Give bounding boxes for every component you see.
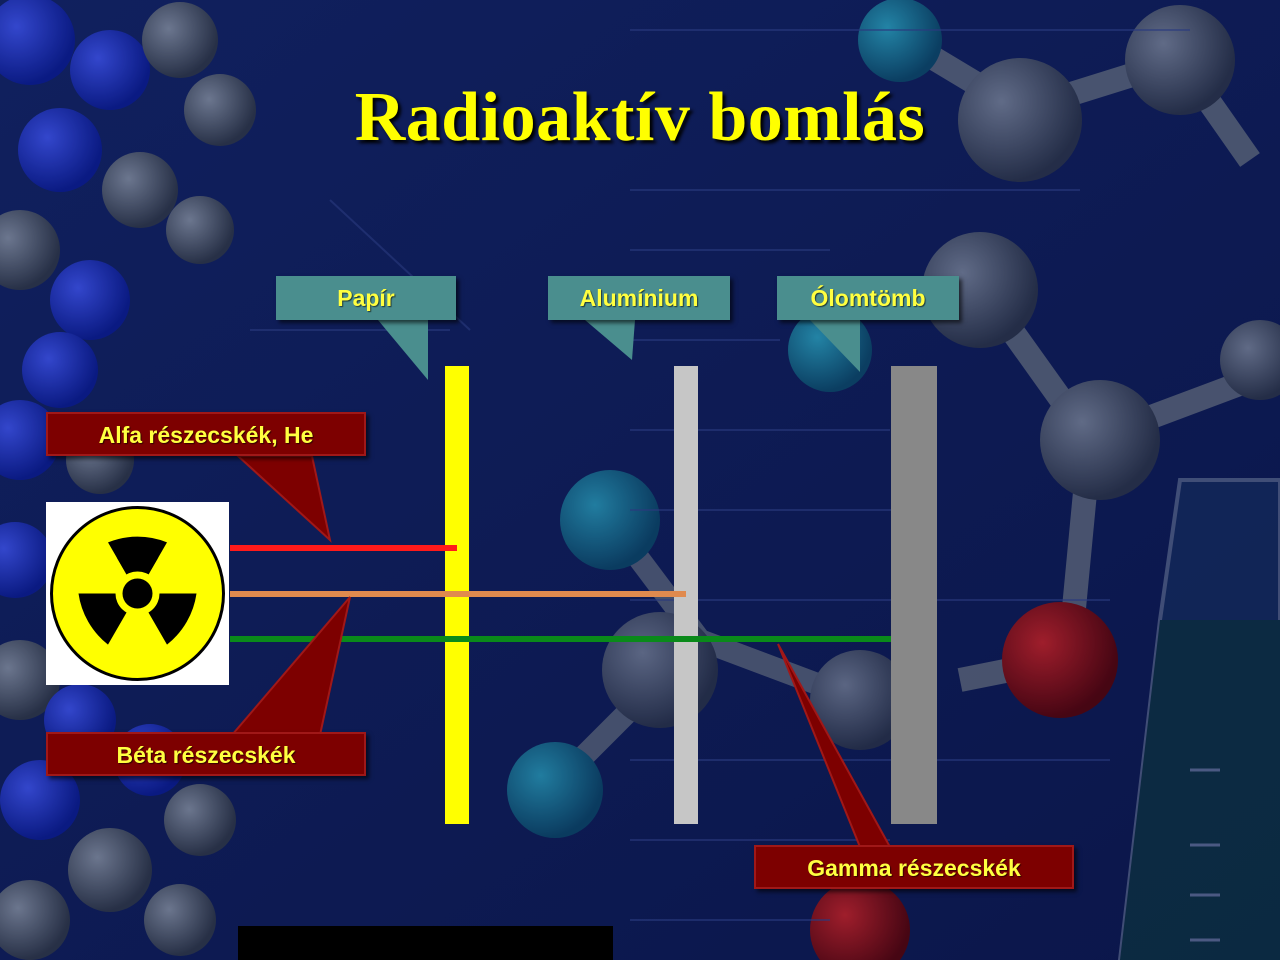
- aluminium-label: Alumínium: [548, 276, 730, 320]
- footer-bar: [238, 926, 613, 960]
- lead-label: Ólomtömb: [777, 276, 959, 320]
- alpha-ray: [230, 545, 457, 551]
- beta-label: Béta részecskék: [46, 732, 366, 776]
- radiation-symbol: [46, 502, 229, 685]
- lead-barrier: [891, 366, 937, 824]
- page-title: Radioaktív bomlás: [354, 79, 926, 156]
- radiation-symbol-icon: [50, 506, 225, 681]
- alpha-label: Alfa részecskék, He: [46, 412, 366, 456]
- gamma-ray: [230, 636, 891, 642]
- beta-ray: [230, 591, 686, 597]
- paper-label: Papír: [276, 276, 456, 320]
- gamma-label: Gamma részecskék: [754, 845, 1074, 889]
